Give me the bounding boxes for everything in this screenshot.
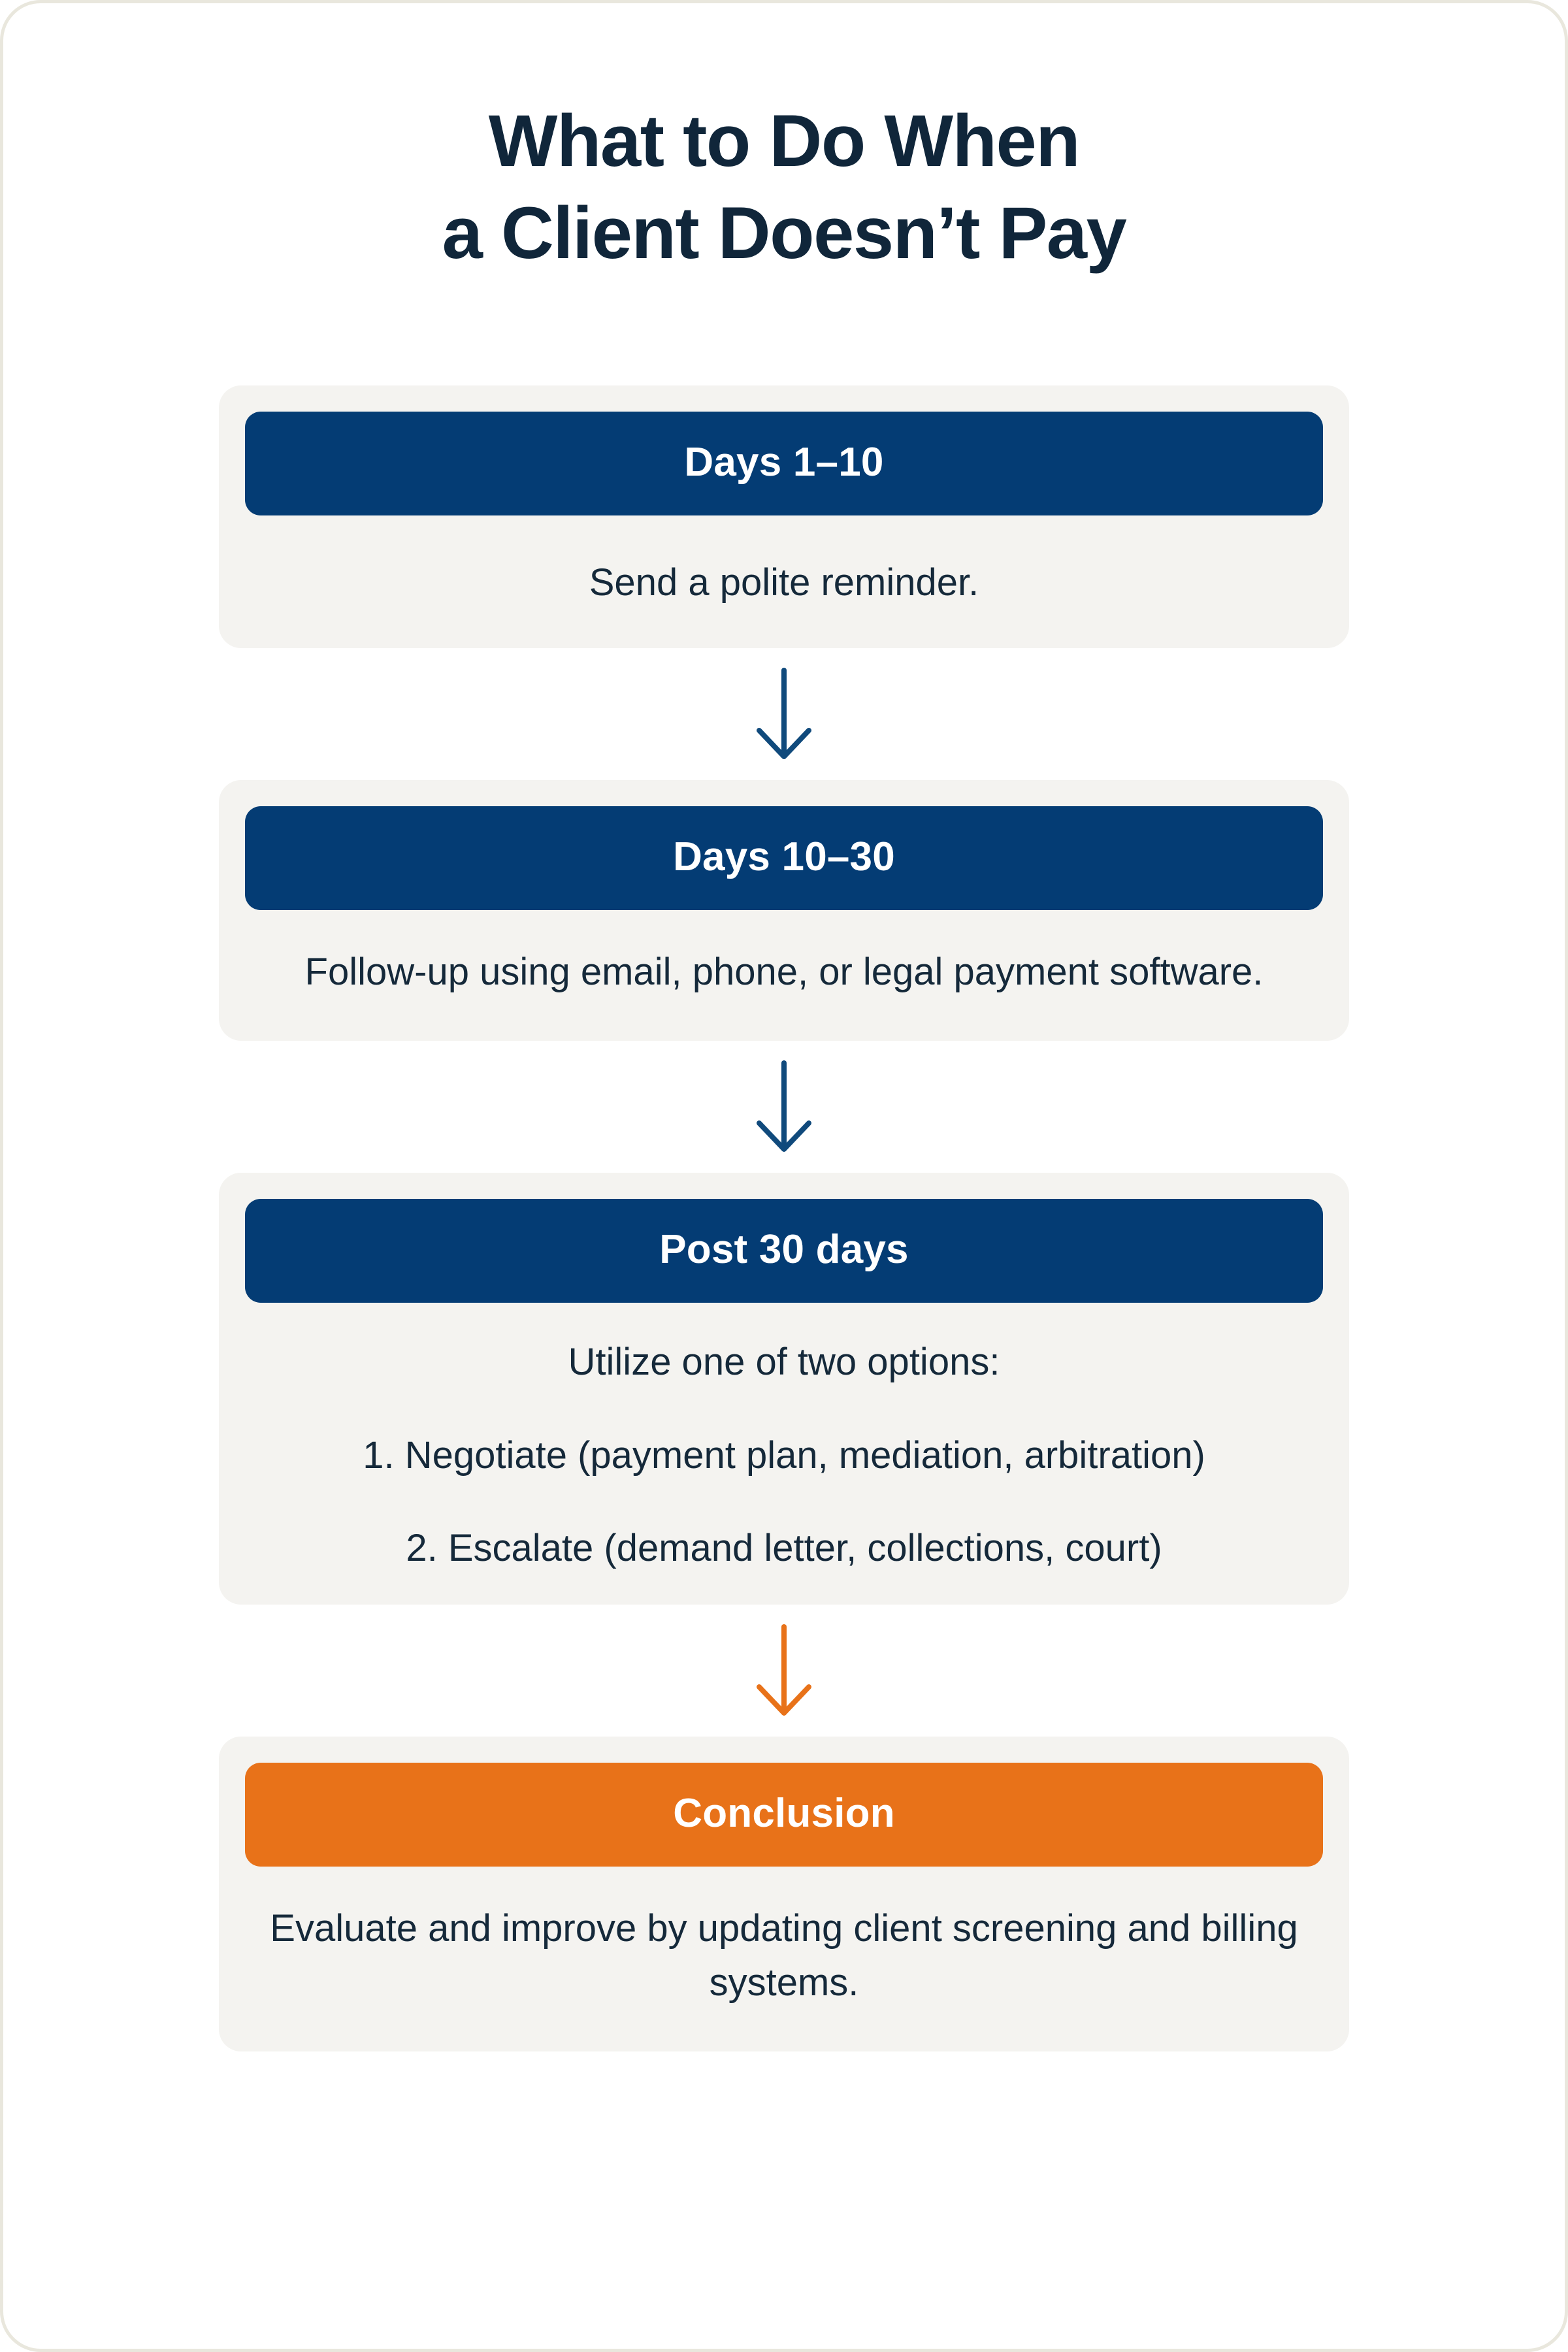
step-header-4: Conclusion	[245, 1763, 1323, 1867]
infographic-inner: What to Do When a Client Doesn’t Pay Day…	[3, 3, 1565, 2349]
step-card-4: Conclusion Evaluate and improve by updat…	[219, 1737, 1349, 2052]
arrow-down-icon-1	[745, 665, 823, 763]
step-body-4: Evaluate and improve by updating client …	[270, 1907, 1298, 2004]
step-3-option-list: 1. Negotiate (payment plan, mediation, a…	[245, 1389, 1323, 1575]
step-body-3: Utilize one of two options:	[568, 1340, 1000, 1383]
step-body-1: Send a polite reminder.	[589, 561, 979, 604]
step-header-1: Days 1–10	[245, 412, 1323, 516]
step-card-3: Post 30 days Utilize one of two options:…	[219, 1172, 1349, 1605]
page-title-line-2: a Client Doesn’t Pay	[442, 192, 1127, 274]
arrow-down-icon-2	[745, 1058, 823, 1156]
page-title-line-1: What to Do When	[488, 100, 1081, 182]
list-item: 2. Escalate (demand letter, collections,…	[406, 1527, 1162, 1570]
arrow-down-icon-3	[745, 1622, 823, 1720]
step-header-2: Days 10–30	[245, 806, 1323, 910]
step-card-1: Days 1–10 Send a polite reminder.	[219, 385, 1349, 648]
step-card-2: Days 10–30 Follow-up using email, phone,…	[219, 779, 1349, 1041]
step-header-3: Post 30 days	[245, 1198, 1323, 1303]
page-title: What to Do When a Client Doesn’t Pay	[163, 95, 1405, 279]
step-body-2: Follow-up using email, phone, or legal p…	[304, 950, 1264, 993]
list-item: 1. Negotiate (payment plan, mediation, a…	[363, 1434, 1205, 1477]
flowchart: Days 1–10 Send a polite reminder. Days 1…	[219, 385, 1349, 2052]
